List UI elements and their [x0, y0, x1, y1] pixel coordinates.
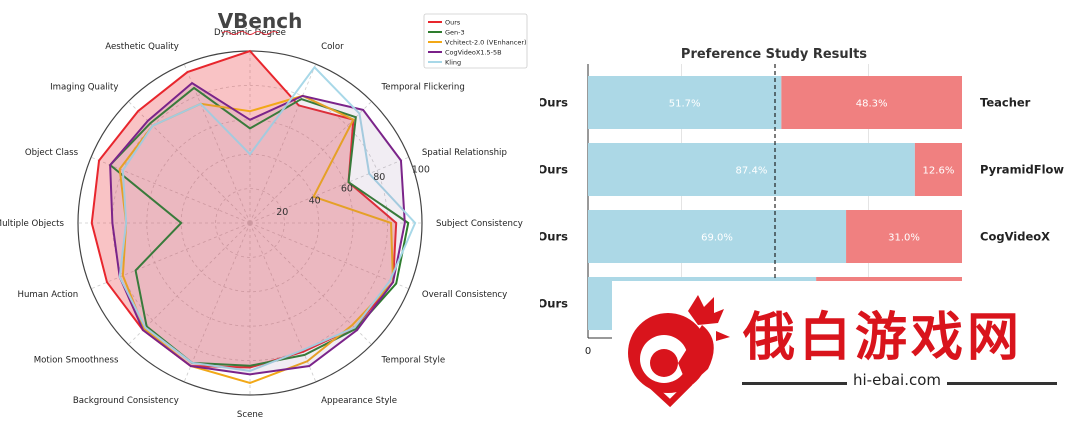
radar-axis-label: Temporal Flickering	[381, 82, 465, 92]
bar-value-label: 31.0%	[888, 233, 920, 244]
radar-axis-label: Imaging Quality	[50, 82, 118, 92]
watermark-url: hi-ebai.com	[847, 371, 948, 389]
radar-legend-label: CogVideoX1.5-5B	[445, 49, 502, 57]
radar-series-2	[108, 86, 410, 367]
radar-title-underline	[221, 31, 279, 35]
radar-tick-label: 80	[373, 172, 385, 183]
radar-axis-label: Dynamic Degree	[214, 28, 286, 38]
bar-other	[914, 143, 962, 196]
radar-tick-label: 40	[309, 195, 321, 206]
watermark-logo-text: 俄白游戏网	[743, 308, 1024, 368]
bar-row-label-left: Ours	[540, 230, 568, 244]
bar-other	[781, 76, 962, 129]
radar-title: VBench	[218, 9, 303, 33]
bar-value-label: 69.0%	[701, 233, 733, 244]
bar-row-label-left: Ours	[540, 297, 568, 311]
watermark-line-right	[942, 382, 1057, 385]
radar-spoke	[183, 63, 251, 224]
radar-axis-label: Motion Smoothness	[34, 356, 119, 366]
radar-axis-label: Color	[321, 42, 344, 52]
watermark-line-left	[742, 382, 852, 385]
radar-axis-label: Temporal Style	[381, 356, 446, 366]
radar-legend-label: Gen-3	[445, 29, 465, 37]
radar-axis-label: Subject Consistency	[436, 219, 523, 229]
radar-series-4	[109, 81, 406, 376]
radar-spoke	[249, 63, 317, 224]
bar-value-label: 48.3%	[856, 99, 888, 110]
radar-tick-label: 20	[276, 207, 288, 218]
radar-axis-label: Scene	[237, 410, 263, 420]
radar-axis-label: Human Action	[18, 290, 79, 300]
radar-tick-label: 60	[341, 184, 353, 195]
bar-value-label: 51.7%	[669, 99, 701, 110]
radar-series-5	[118, 65, 417, 372]
bar-title: Preference Study Results	[681, 47, 867, 62]
radar-axis-label: Appearance Style	[321, 396, 397, 406]
bar-row-label-right: PyramidFlow	[980, 163, 1064, 177]
radar-spoke	[90, 222, 251, 290]
bar-value-label: 87.4%	[736, 166, 768, 177]
radar-legend-label: Kling	[445, 59, 461, 67]
radar-axis-label: Multiple Objects	[0, 219, 65, 229]
radar-axis-label: Aesthetic Quality	[105, 42, 179, 52]
radar-spoke	[128, 101, 251, 224]
bar-row-label-left: Ours	[540, 163, 568, 177]
bar-other	[846, 210, 962, 263]
radar-series-tint	[110, 83, 405, 375]
bar-ours	[588, 76, 782, 129]
radar-legend-label: Ours	[445, 19, 461, 27]
radar-spoke	[249, 101, 372, 224]
rooster-logo-icon	[628, 295, 730, 408]
radar-axis-label: Background Consistency	[73, 396, 179, 406]
radar-legend-box	[423, 13, 528, 69]
bar-row-label-right: CogVideoX	[980, 230, 1050, 244]
radar-spoke	[249, 156, 410, 224]
radar-spoke	[249, 222, 317, 383]
bar-row-label-left: Ours	[540, 96, 568, 110]
radar-axis-label: Spatial Relationship	[422, 148, 507, 158]
radar-legend-label: Vchitect-2.0 (VEnhancer)	[445, 39, 527, 47]
radar-axis-label: Object Class	[25, 148, 79, 158]
bar-x-tick-label: 0	[585, 346, 591, 357]
radar-spoke	[183, 222, 251, 383]
radar-spoke	[249, 222, 410, 290]
bar-value-label: 12.6%	[923, 166, 955, 177]
bar-ours	[588, 143, 915, 196]
bar-ours	[588, 210, 847, 263]
radar-spoke	[128, 222, 251, 345]
radar-axis-label: Overall Consistency	[422, 290, 507, 300]
radar-spoke	[249, 222, 372, 345]
radar-tick-label: 100	[412, 165, 430, 176]
radar-series-3	[118, 94, 395, 385]
bar-row-label-right: Teacher	[980, 96, 1031, 110]
watermark: 俄白游戏网 hi-ebai.com	[612, 281, 1080, 421]
radar-spoke	[90, 156, 251, 224]
